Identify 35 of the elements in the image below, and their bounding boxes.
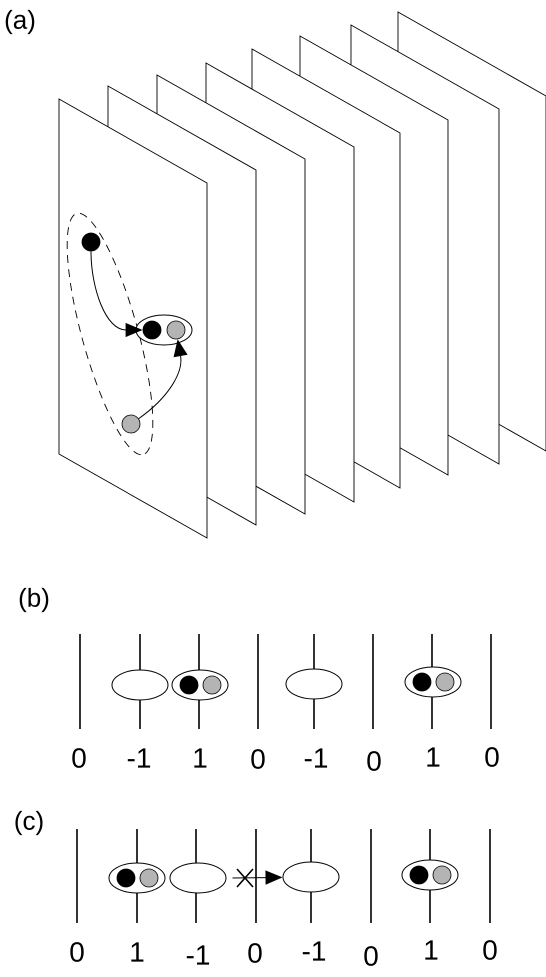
- value-label: 0: [251, 749, 265, 769]
- ellipse: [286, 668, 342, 700]
- value-label: 0: [485, 747, 499, 767]
- dot: [140, 868, 158, 888]
- dot: [142, 320, 162, 340]
- value-label: 0: [483, 940, 497, 960]
- value-label: -1: [186, 945, 210, 965]
- value-label: 0: [367, 751, 381, 771]
- value-label: 1: [131, 942, 144, 962]
- value-label: -1: [302, 941, 326, 961]
- dot: [82, 232, 100, 252]
- dot: [116, 868, 136, 888]
- value-label: 0: [248, 943, 262, 963]
- panel-label: (a): [6, 10, 34, 34]
- ellipse: [112, 670, 168, 700]
- panel-label: (b): [20, 588, 48, 612]
- value-label: -1: [128, 748, 150, 768]
- panel-label: (c): [15, 810, 43, 836]
- value-label: 0: [70, 942, 84, 962]
- dot: [166, 320, 186, 340]
- value-label: 1: [427, 747, 440, 767]
- ellipse: [170, 862, 226, 894]
- value-label: 0: [364, 946, 378, 966]
- dot: [412, 672, 432, 692]
- dot: [202, 676, 222, 694]
- dot: [432, 866, 452, 884]
- ellipse: [282, 861, 340, 892]
- value-label: 1: [194, 748, 206, 768]
- dot: [436, 672, 454, 692]
- value-label: 1: [425, 940, 438, 960]
- dot: [122, 414, 140, 434]
- dot: [180, 676, 198, 694]
- value-label: 0: [72, 748, 86, 768]
- dot: [410, 866, 428, 884]
- value-label: -1: [304, 748, 328, 768]
